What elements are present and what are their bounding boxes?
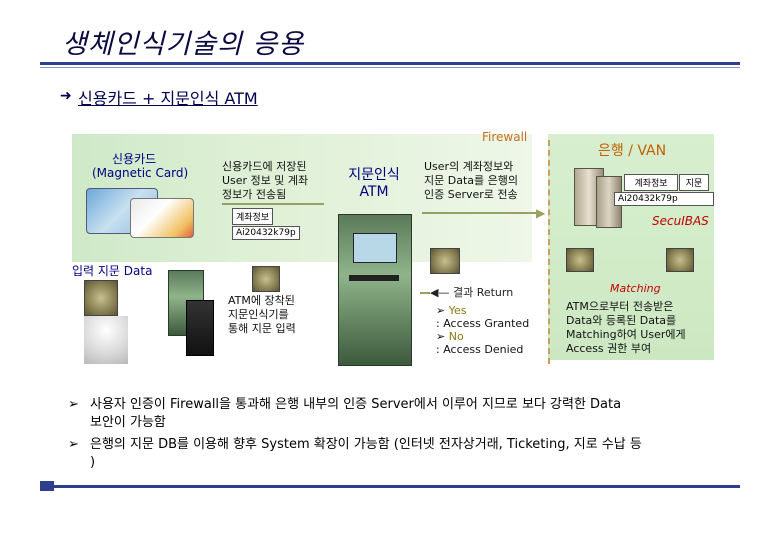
bottom-rule — [40, 485, 740, 488]
card-desc-line: 정보가 전송됨 — [222, 188, 287, 201]
arrow-bullet-icon: ➜ — [60, 88, 72, 104]
card-desc-line: 신용카드에 저장된 — [222, 160, 307, 173]
bullet-2: ➢ 은행의 지문 DB를 이용해 향후 System 확장이 가능함 (인터넷 … — [68, 436, 642, 472]
atm-desc-line: ATM에 장착된 — [228, 294, 295, 307]
transfer-desc-line: User의 계좌정보와 — [424, 160, 514, 173]
atm-desc-line: 지문인식기를 — [228, 308, 289, 321]
matching-fingerprint-2 — [666, 248, 694, 272]
bullet-2-line: ) — [90, 455, 96, 470]
result-list: ➢ Yes : Access Granted ➢ No : Access Den… — [436, 304, 529, 356]
bank-account-id: Ai20432k79p — [614, 192, 714, 206]
atm-desc-line: 통해 지문 입력 — [228, 322, 296, 335]
atm-description: ATM에 장착된 지문인식기를 통해 지문 입력 — [228, 294, 296, 336]
card-description: 신용카드에 저장된 User 정보 및 계좌 정보가 전송됨 — [222, 160, 308, 202]
result-return-text: 결과 Return — [452, 286, 514, 299]
fingerprint-result-image — [430, 248, 460, 274]
atm-label-line: ATM — [359, 184, 389, 200]
bank-account-tag: 계좌정보 — [624, 174, 678, 191]
secuibas-label: SecuIBAS — [652, 214, 709, 228]
atm-screen — [353, 233, 397, 263]
result-no-text: No — [448, 330, 464, 343]
title-rule — [40, 62, 740, 65]
result-return-label: ◀— 결과 Return — [430, 284, 513, 300]
bullet-1-line: 보안이 가능함 — [90, 415, 166, 430]
subtitle-text: 신용카드 + 지문인식 ATM — [78, 89, 258, 108]
transfer-description: User의 계좌정보와 지문 Data를 은행의 인증 Server로 전송 — [424, 160, 518, 202]
result-arrow-line — [420, 292, 430, 294]
result-no: ➢ No — [436, 330, 529, 343]
bullet-1-line: 사용자 인증이 Firewall을 통과해 은행 내부의 인증 Server에서… — [90, 397, 622, 412]
bank-fingerprint-tag: 지문 — [679, 174, 709, 191]
bank-description: ATM으로부터 전송받은 Data와 등록된 Data를 Matching하여 … — [566, 300, 686, 356]
title-rule-thin — [40, 67, 740, 68]
bank-desc-line: Data와 등록된 Data를 — [566, 314, 677, 327]
credit-card-image-2 — [130, 198, 194, 238]
result-arrow-icon: ◀— — [430, 286, 450, 299]
result-denied: : Access Denied — [436, 343, 524, 356]
chevron-icon: ➢ — [68, 437, 79, 452]
transfer-arrow-head-icon: ▶ — [536, 206, 546, 220]
card-subtitle: (Magnetic Card) — [92, 166, 189, 180]
result-granted: : Access Granted — [436, 317, 530, 330]
atm-machine-image — [338, 214, 412, 366]
hand-image — [84, 316, 128, 364]
atm-label: 지문인식 ATM — [344, 164, 404, 200]
result-yes: ➢ Yes — [436, 304, 529, 317]
page-title: 생체인식기술의 응용 — [62, 29, 305, 60]
atm-slot — [349, 275, 399, 281]
chevron-icon: ➢ — [436, 330, 446, 343]
chevron-icon: ➢ — [436, 304, 446, 317]
bank-desc-line: ATM으로부터 전송받은 — [566, 300, 674, 313]
fingerprint-image-small — [252, 266, 280, 292]
transfer-arrow — [422, 212, 542, 214]
result-yes-text: Yes — [448, 304, 467, 317]
subtitle: 신용카드 + 지문인식 ATM — [78, 85, 258, 109]
input-fingerprint-label: 입력 지문 Data — [72, 264, 153, 278]
fingerprint-image — [84, 280, 118, 316]
account-tag: 계좌정보 — [232, 208, 274, 225]
transfer-desc-line: 지문 Data를 은행의 — [424, 174, 518, 187]
matching-label: Matching — [610, 282, 661, 295]
bullet-1: ➢ 사용자 인증이 Firewall을 통과해 은행 내부의 인증 Server… — [68, 396, 621, 432]
firewall-line — [548, 140, 550, 364]
chevron-icon: ➢ — [68, 397, 79, 412]
bottom-rule-block — [40, 481, 54, 491]
atm-label-line: 지문인식 — [348, 167, 400, 183]
card-title: 신용카드 — [112, 152, 157, 166]
card-arrow — [222, 203, 324, 205]
account-id: Ai20432k79p — [232, 226, 300, 240]
bank-desc-line: Access 권한 부여 — [566, 342, 652, 355]
matching-fingerprint-1 — [566, 248, 594, 272]
bank-label: 은행 / VAN — [598, 143, 667, 159]
fingerprint-device-image — [186, 300, 214, 356]
card-desc-line: User 정보 및 계좌 — [222, 174, 309, 187]
firewall-label: Firewall — [482, 130, 528, 144]
bank-desc-line: Matching하여 User에게 — [566, 328, 686, 341]
bullet-2-line: 은행의 지문 DB를 이용해 향후 System 확장이 가능함 (인터넷 전자… — [90, 437, 642, 452]
transfer-desc-line: 인증 Server로 전송 — [424, 188, 518, 201]
